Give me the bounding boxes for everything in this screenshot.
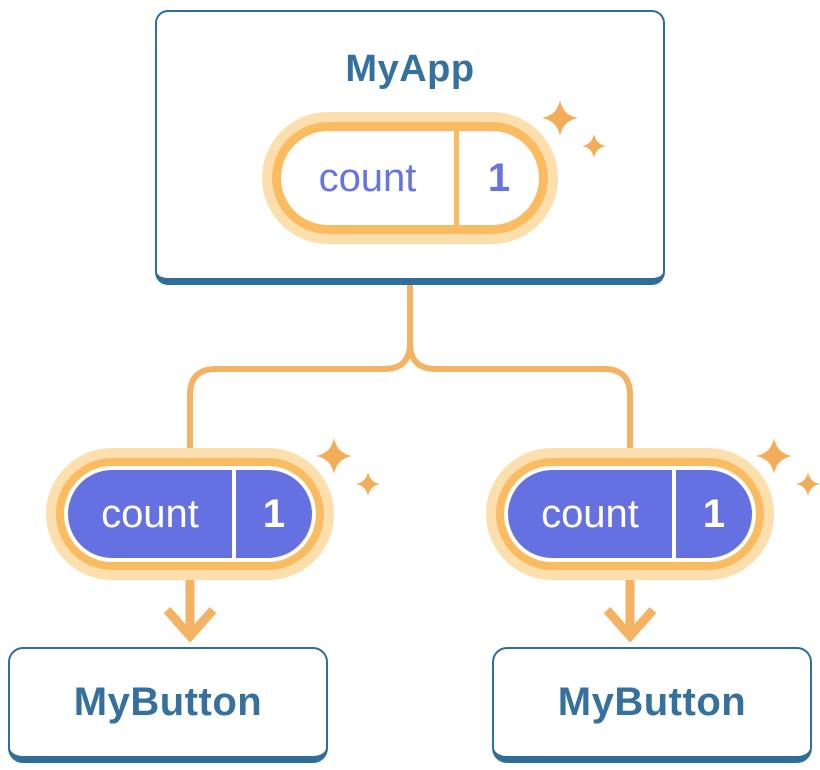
component-label: MyApp [345, 48, 475, 90]
branch-left-line [187, 285, 413, 450]
sparkle-icon [542, 100, 606, 158]
state-name: count [318, 155, 417, 200]
state-value: 1 [262, 491, 286, 536]
component-label: MyButton [557, 680, 747, 724]
pill-divider [672, 470, 676, 558]
state-pill-ring: count 1 [56, 458, 324, 570]
state-pill-root: count 1 [262, 112, 558, 244]
state-pill-child-right: count 1 [486, 448, 774, 580]
state-pill-body: count 1 [68, 470, 312, 558]
arrow-down-right-icon [603, 580, 657, 643]
component-card-mybutton-right: MyButton [492, 647, 812, 763]
state-pill-gap: count 1 [64, 466, 316, 562]
state-pill-ring: count 1 [272, 122, 548, 234]
sparkle-icon [756, 438, 820, 496]
state-value: 1 [702, 491, 726, 536]
state-value: 1 [487, 155, 511, 200]
sparkle-icon [316, 438, 380, 496]
state-pill-child-left: count 1 [46, 448, 334, 580]
state-name: count [541, 491, 639, 536]
state-pill-body: count 1 [508, 470, 752, 558]
arrow-down-left-icon [163, 580, 217, 643]
state-name: count [101, 491, 199, 536]
state-pill-body: count 1 [281, 131, 539, 225]
pill-divider [232, 470, 236, 558]
component-card-mybutton-left: MyButton [8, 647, 328, 763]
state-pill-gap: count 1 [504, 466, 756, 562]
state-pill-ring: count 1 [496, 458, 764, 570]
pill-divider [454, 131, 459, 225]
branch-right-line [407, 285, 633, 450]
component-label: MyButton [73, 680, 263, 724]
